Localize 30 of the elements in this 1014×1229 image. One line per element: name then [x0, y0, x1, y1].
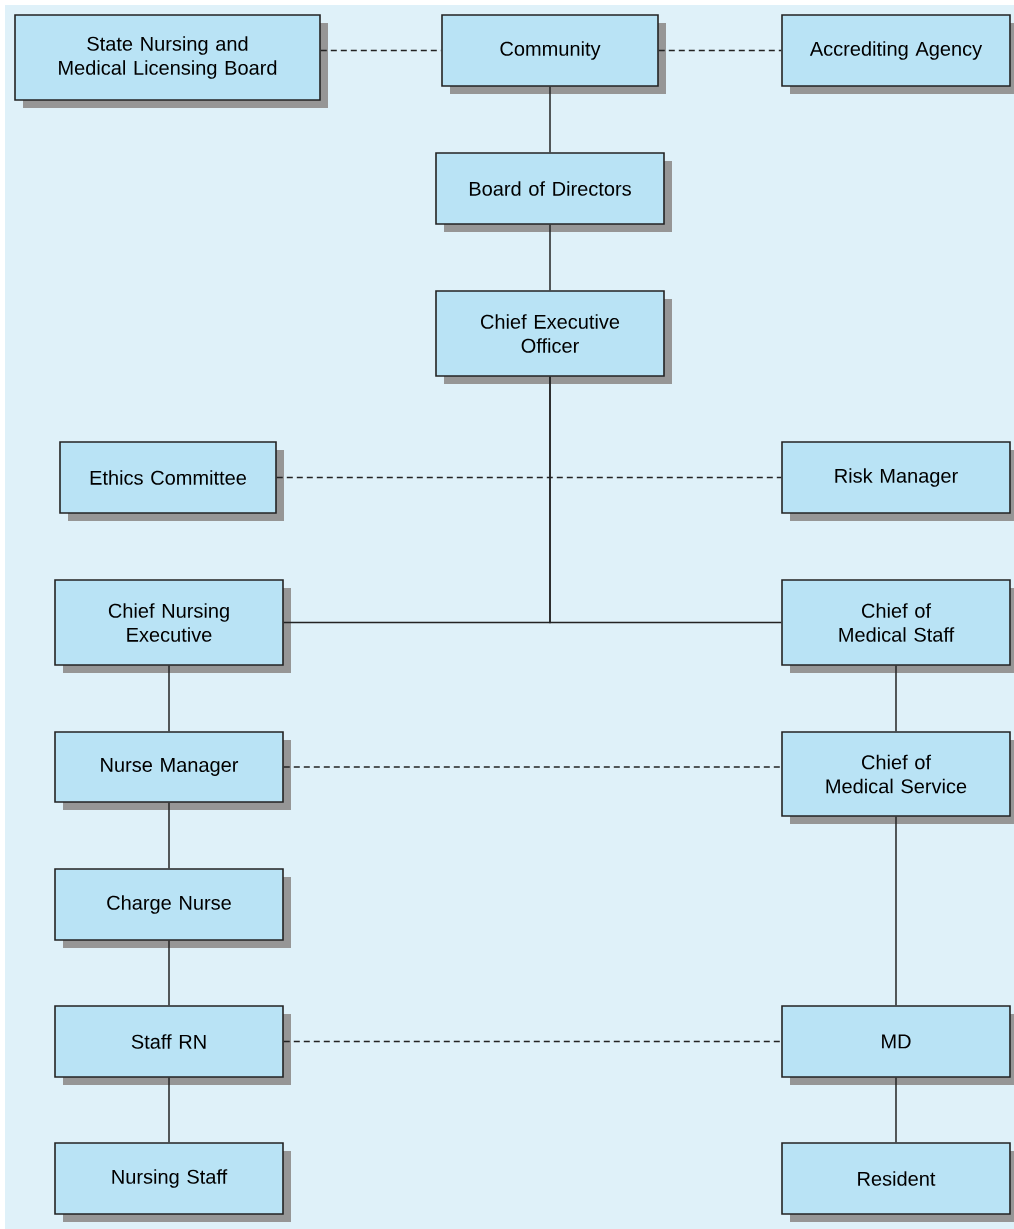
- org-box: Ethics Committee: [59, 441, 284, 521]
- org-box: Community: [441, 14, 666, 94]
- connector-line: [283, 766, 782, 768]
- connector-line: [549, 224, 551, 291]
- connector-line: [168, 802, 170, 869]
- org-box: Nurse Manager: [54, 731, 291, 810]
- org-box: Chief of Medical Staff: [781, 579, 1014, 673]
- connector-line: [283, 1040, 782, 1043]
- connector-line: [549, 376, 782, 624]
- connector-line: [895, 1077, 897, 1143]
- org-box: Nursing Staff: [54, 1142, 291, 1222]
- org-box: MD: [781, 1005, 1014, 1085]
- org-box: Chief Nursing Executive: [54, 579, 291, 673]
- connector-line: [895, 665, 897, 732]
- connector-line: [549, 86, 551, 153]
- org-box: Staff RN: [54, 1005, 291, 1085]
- org-box: Resident: [781, 1142, 1014, 1222]
- connector-line: [168, 1077, 170, 1143]
- org-box: Accrediting Agency: [781, 14, 1014, 94]
- connector-line: [276, 476, 782, 479]
- org-box: Chief Executive Officer: [435, 290, 672, 384]
- connector-line: [895, 816, 897, 1006]
- connector-line: [168, 940, 170, 1006]
- org-box: State Nursing and Medical Licensing Board: [14, 14, 328, 108]
- connector-line: [658, 49, 782, 52]
- org-box: Charge Nurse: [54, 868, 291, 948]
- org-box: Board of Directors: [435, 152, 672, 232]
- org-box: Chief of Medical Service: [781, 731, 1014, 824]
- org-box: Risk Manager: [781, 441, 1014, 521]
- connector-line: [168, 665, 170, 732]
